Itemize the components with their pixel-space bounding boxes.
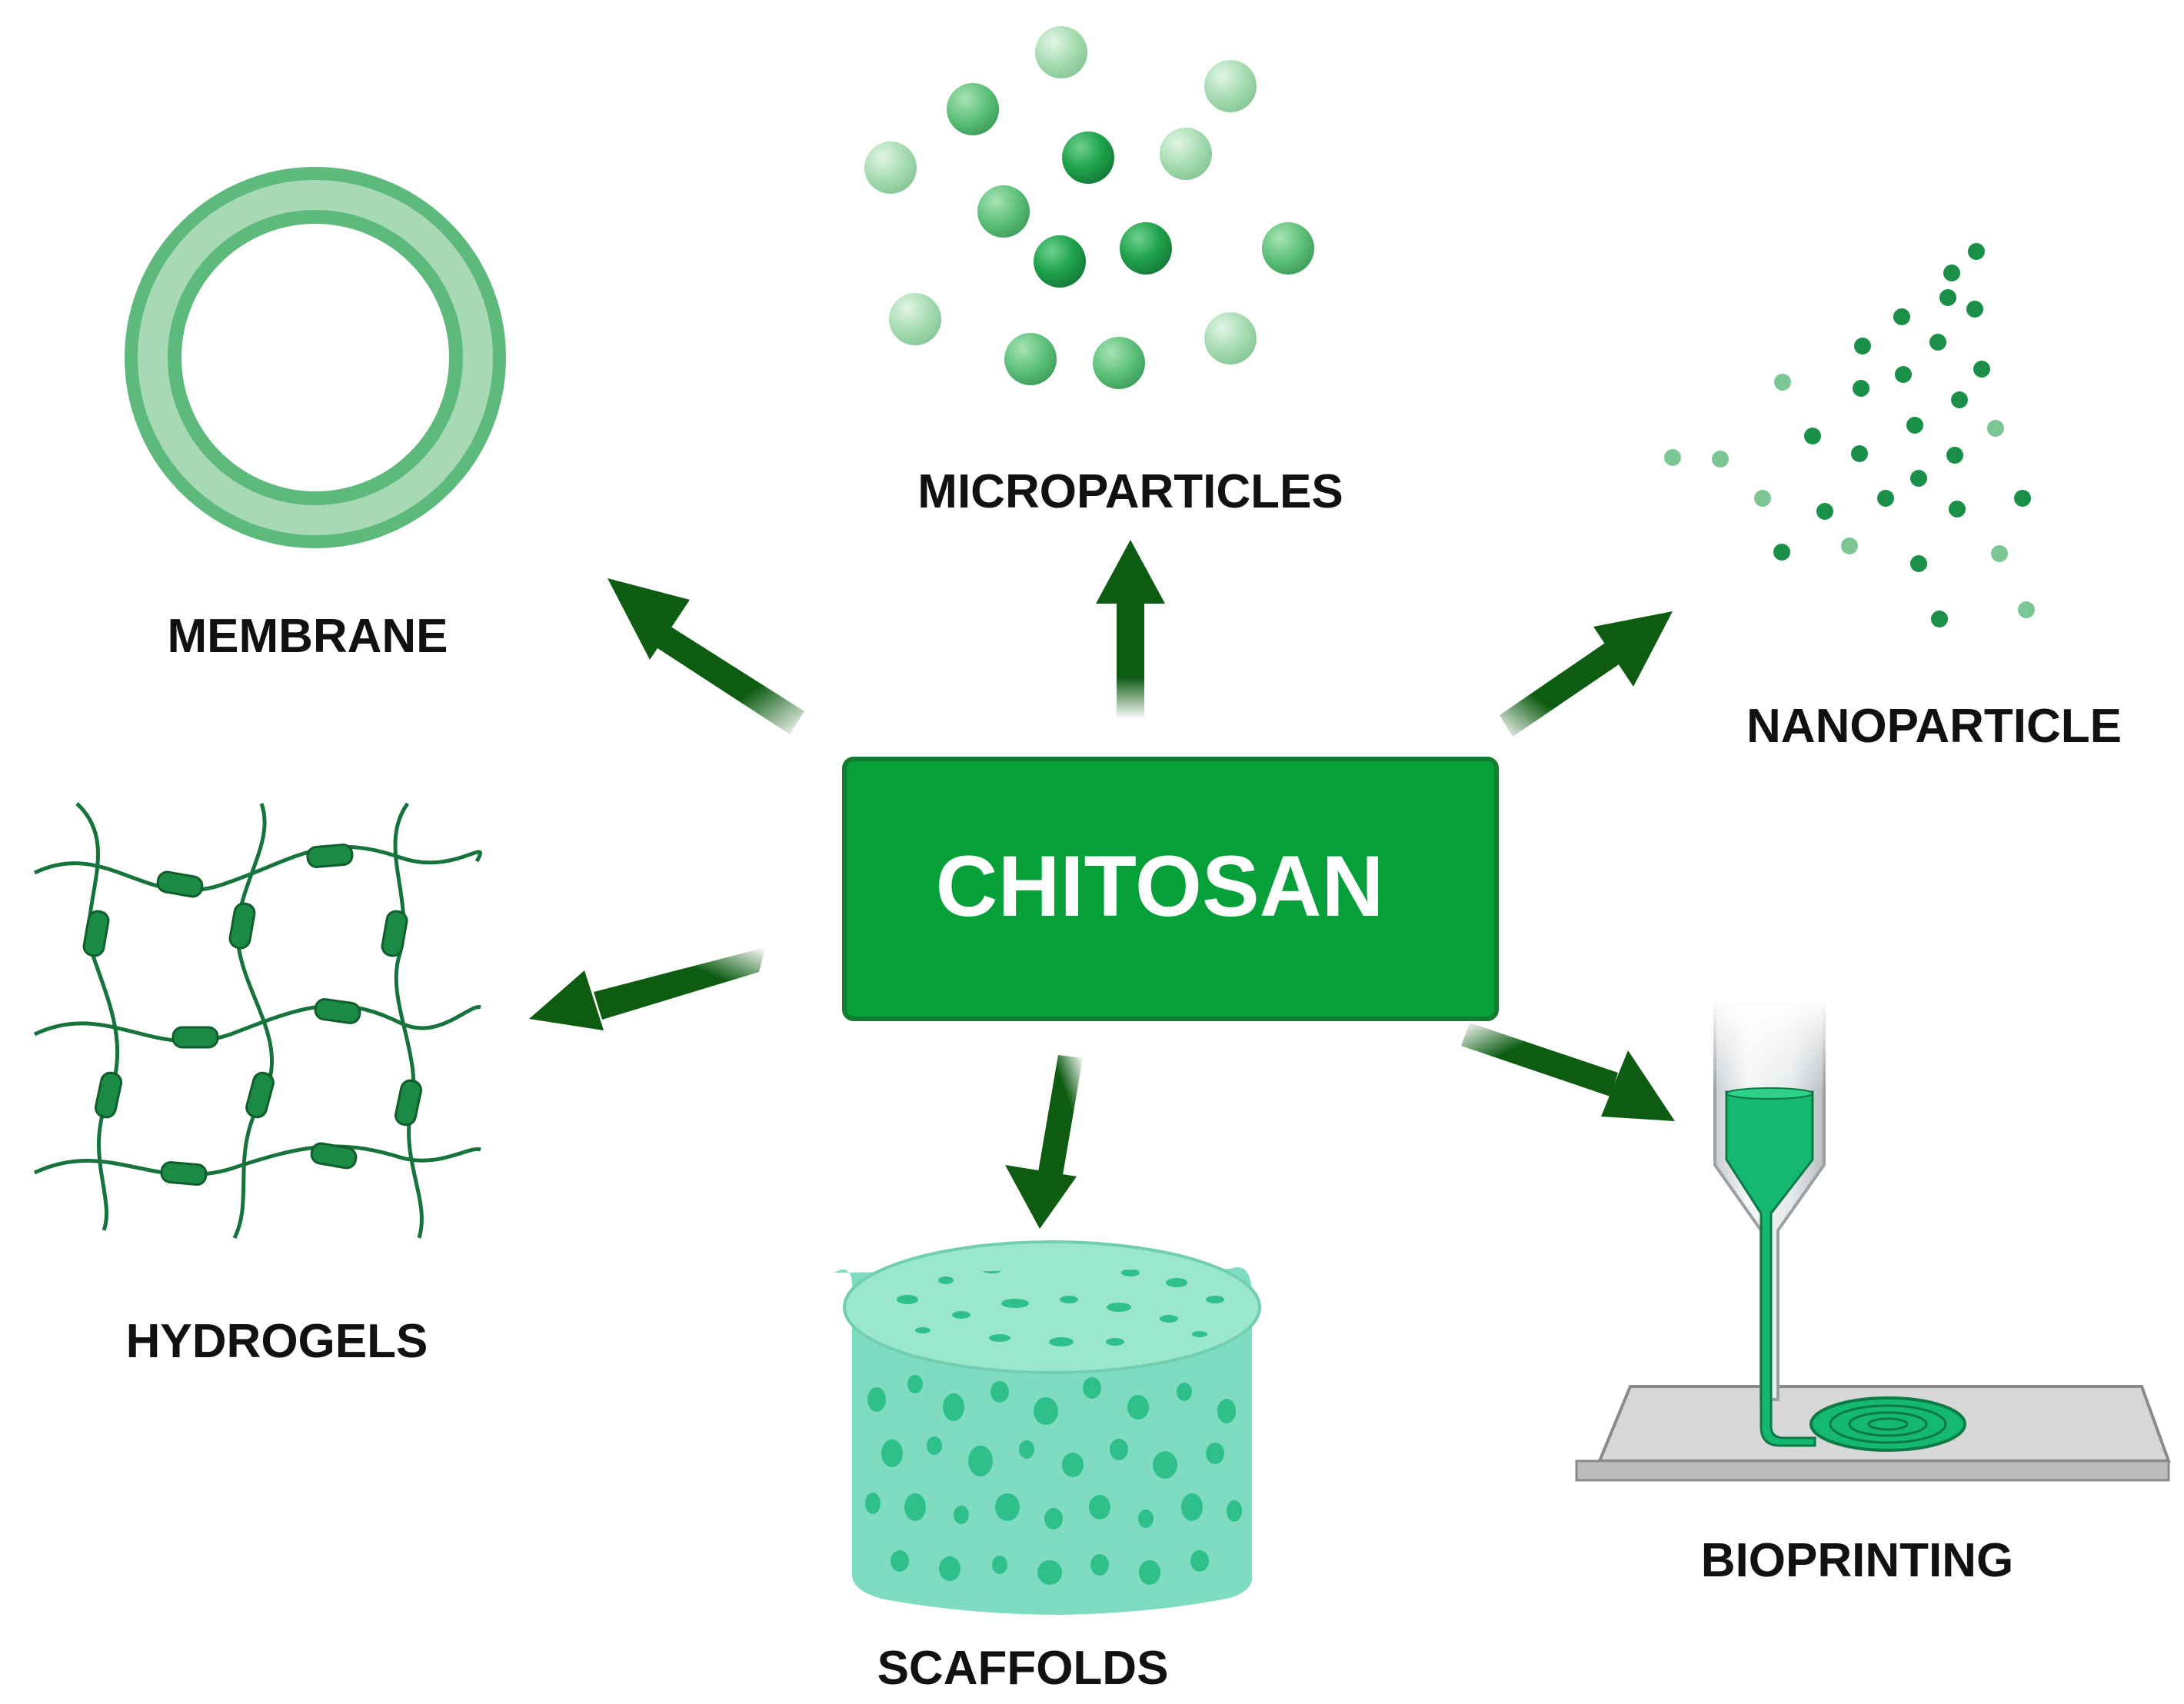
nanoparticle-icon [1664, 243, 2035, 627]
arrow-to-scaffolds [1005, 1055, 1083, 1229]
nanoparticle-label: NANOPARTICLE [1746, 700, 2122, 753]
arrow-to-membrane [608, 578, 804, 734]
porous-scaffold-icon [834, 1240, 1261, 1615]
arrow-to-nanoparticle [1500, 611, 1673, 737]
bioprinter-nozzle-icon [1575, 1000, 2171, 1482]
arrow-to-hydrogels [529, 947, 765, 1030]
arrow-to-microparticles [1096, 540, 1165, 719]
center-label: CHITOSAN [936, 838, 1384, 934]
arrow-to-bioprinting [1461, 1023, 1675, 1121]
center-node: CHITOSAN [842, 757, 1499, 1021]
bioprinting-label: BIOPRINTING [1701, 1534, 2013, 1587]
hydrogel-crosslinks [82, 844, 423, 1186]
membrane-label: MEMBRANE [167, 610, 448, 663]
microparticles-label: MICROPARTICLES [917, 465, 1343, 518]
microparticles-icon [864, 26, 1314, 389]
scaffolds-label: SCAFFOLDS [877, 1642, 1169, 1695]
membrane-ring-icon [125, 167, 506, 548]
hydrogel-network-icon [33, 802, 482, 1240]
hydrogels-label: HYDROGELS [126, 1315, 428, 1368]
